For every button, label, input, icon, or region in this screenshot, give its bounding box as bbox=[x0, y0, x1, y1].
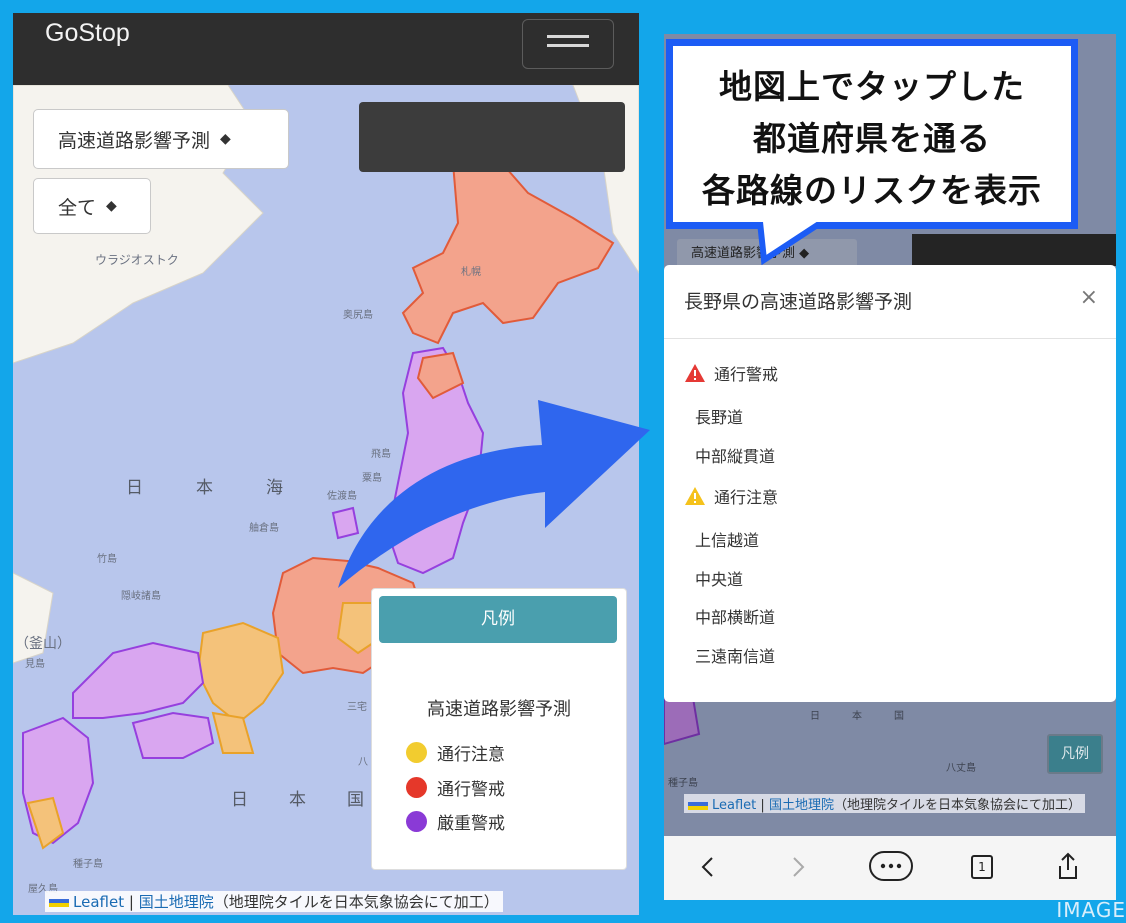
close-icon[interactable]: × bbox=[1079, 285, 1098, 310]
leaflet-link[interactable]: Leaflet bbox=[712, 798, 757, 813]
callout-line: 地図上でタップした bbox=[719, 67, 1025, 106]
callout-box: 地図上でタップした 都道府県を通る 各路線のリスクを表示 bbox=[666, 39, 1078, 229]
chevron-right-icon[interactable] bbox=[792, 856, 806, 878]
level-label: 通行注意 bbox=[714, 488, 779, 507]
route-item: 中央道 bbox=[695, 570, 744, 589]
map-label: 日 bbox=[810, 711, 820, 722]
browser-toolbar: 1 bbox=[664, 836, 1116, 900]
map-label: 舳倉島 bbox=[249, 523, 279, 534]
brand-logo[interactable]: GoStop bbox=[45, 19, 130, 47]
map-attribution: Leaflet | 国土地理院（地理院タイルを日本気象協会にて加工） bbox=[45, 891, 503, 912]
warning-triangle-icon bbox=[685, 364, 705, 382]
route-item: 中部横断道 bbox=[695, 608, 776, 627]
gsi-link[interactable]: 国土地理院 bbox=[768, 798, 834, 813]
legend-item-label: 通行警戒 bbox=[437, 779, 505, 800]
legend-item-label: 厳重警戒 bbox=[437, 813, 505, 834]
filter-value: 全て bbox=[58, 196, 97, 219]
sea-label: 日 bbox=[126, 478, 143, 498]
legend-item-caution: 通行注意 bbox=[406, 739, 505, 765]
map-label: 八丈島 bbox=[946, 763, 976, 774]
map-attribution: Leaflet | 国土地理院（地理院タイルを日本気象協会にて加工） bbox=[684, 794, 1085, 813]
attribution-note: （地理院タイルを日本気象協会にて加工） bbox=[213, 893, 499, 911]
chevron-left-icon[interactable] bbox=[700, 856, 714, 878]
map-label: 三宅 bbox=[347, 702, 367, 713]
legend-item-label: 通行注意 bbox=[437, 744, 505, 765]
purple-dot-icon bbox=[406, 810, 427, 832]
map-label: 国 bbox=[894, 711, 904, 722]
level-row-warning: 通行警戒 bbox=[684, 361, 778, 385]
route-item: 長野道 bbox=[695, 408, 744, 427]
hamburger-icon bbox=[547, 35, 589, 38]
caution-triangle-icon bbox=[685, 487, 705, 505]
dark-overlay-box bbox=[912, 234, 1116, 266]
ellipsis-icon[interactable] bbox=[868, 850, 914, 882]
prefecture-modal: 長野県の高速道路影響予測 × 通行警戒 長野道 中部縦貫道 通行注意 上信越道 … bbox=[664, 265, 1116, 702]
callout-tail bbox=[757, 222, 824, 266]
red-dot-icon bbox=[406, 776, 427, 798]
map-label: 隠岐諸島 bbox=[121, 591, 161, 602]
sea-label: 日 bbox=[231, 790, 248, 810]
map-label: 奥尻島 bbox=[343, 310, 373, 321]
map-label: 八 bbox=[358, 757, 368, 768]
ukraine-flag-icon bbox=[688, 801, 708, 810]
legend-item-warning: 通行警戒 bbox=[406, 774, 505, 800]
callout-line: 各路線のリスクを表示 bbox=[702, 171, 1042, 210]
tabs-count: 1 bbox=[978, 860, 986, 874]
attribution-separator: | bbox=[760, 798, 765, 813]
sort-caret-icon: ◆ bbox=[106, 198, 117, 214]
gsi-link[interactable]: 国土地理院 bbox=[138, 893, 214, 911]
left-screenshot: ウラジオストク 札幌 奥尻島 飛島 粟島 佐渡島 舳倉島 竹島 隠岐諸島 （釜山… bbox=[13, 13, 639, 915]
yellow-dot-icon bbox=[406, 741, 427, 763]
map-label: （釜山） bbox=[15, 636, 71, 652]
share-icon[interactable] bbox=[1057, 852, 1079, 880]
map-label: 飛島 bbox=[371, 449, 391, 460]
map-label: ウラジオストク bbox=[95, 253, 179, 267]
callout-line: 都道府県を通る bbox=[753, 119, 991, 158]
legend-panel: 凡例 高速道路影響予測 通行注意 通行警戒 厳重警戒 bbox=[371, 588, 627, 870]
attribution-separator: | bbox=[128, 893, 134, 911]
legend-title: 高速道路影響予測 bbox=[427, 699, 571, 720]
dark-overlay-box bbox=[359, 102, 625, 172]
map-label: 本 bbox=[852, 711, 862, 722]
forecast-type-value: 高速道路影響予測 bbox=[58, 129, 211, 152]
route-item: 上信越道 bbox=[695, 531, 760, 550]
route-item: 中部縦貫道 bbox=[695, 447, 776, 466]
map-label: 種子島 bbox=[668, 778, 698, 789]
image-watermark: IMAGE bbox=[1056, 898, 1126, 922]
menu-toggle-button[interactable] bbox=[522, 19, 614, 69]
legend-item-severe: 厳重警戒 bbox=[406, 808, 505, 834]
leaflet-link[interactable]: Leaflet bbox=[73, 893, 125, 911]
forecast-type-select[interactable]: 高速道路影響予測 ◆ bbox=[33, 109, 289, 169]
navbar: GoStop bbox=[13, 13, 639, 85]
map-label: 佐渡島 bbox=[327, 491, 357, 502]
sea-label: 本 bbox=[289, 790, 306, 810]
level-row-caution: 通行注意 bbox=[684, 484, 778, 508]
right-screenshot: 高速道路影響予測 ◆ 日 本 国 八丈島 種子島 地図上でタップした 都道府県を… bbox=[664, 34, 1116, 900]
sea-label: 国 bbox=[347, 790, 364, 810]
ukraine-flag-icon bbox=[49, 898, 69, 907]
map-label: 見島 bbox=[25, 659, 45, 670]
attribution-note: （地理院タイルを日本気象協会にて加工） bbox=[833, 798, 1081, 813]
sort-caret-icon: ◆ bbox=[220, 131, 231, 147]
route-item: 三遠南信道 bbox=[695, 647, 776, 666]
sea-label: 本 bbox=[196, 478, 213, 498]
tabs-button[interactable]: 1 bbox=[971, 855, 993, 879]
hamburger-icon bbox=[547, 44, 589, 47]
legend-toggle-button[interactable]: 凡例 bbox=[379, 596, 617, 643]
map-label: 札幌 bbox=[461, 267, 481, 278]
legend-toggle-button[interactable]: 凡例 bbox=[1047, 734, 1103, 774]
modal-title: 長野県の高速道路影響予測 bbox=[684, 291, 913, 313]
filter-select[interactable]: 全て ◆ bbox=[33, 178, 151, 234]
sea-label: 海 bbox=[266, 478, 283, 498]
modal-header: 長野県の高速道路影響予測 × bbox=[664, 265, 1116, 339]
map-label: 屋久島 bbox=[28, 884, 58, 895]
map-label: 種子島 bbox=[73, 859, 103, 870]
level-label: 通行警戒 bbox=[714, 365, 779, 384]
map-label: 竹島 bbox=[97, 554, 117, 565]
map-label: 粟島 bbox=[362, 473, 382, 484]
